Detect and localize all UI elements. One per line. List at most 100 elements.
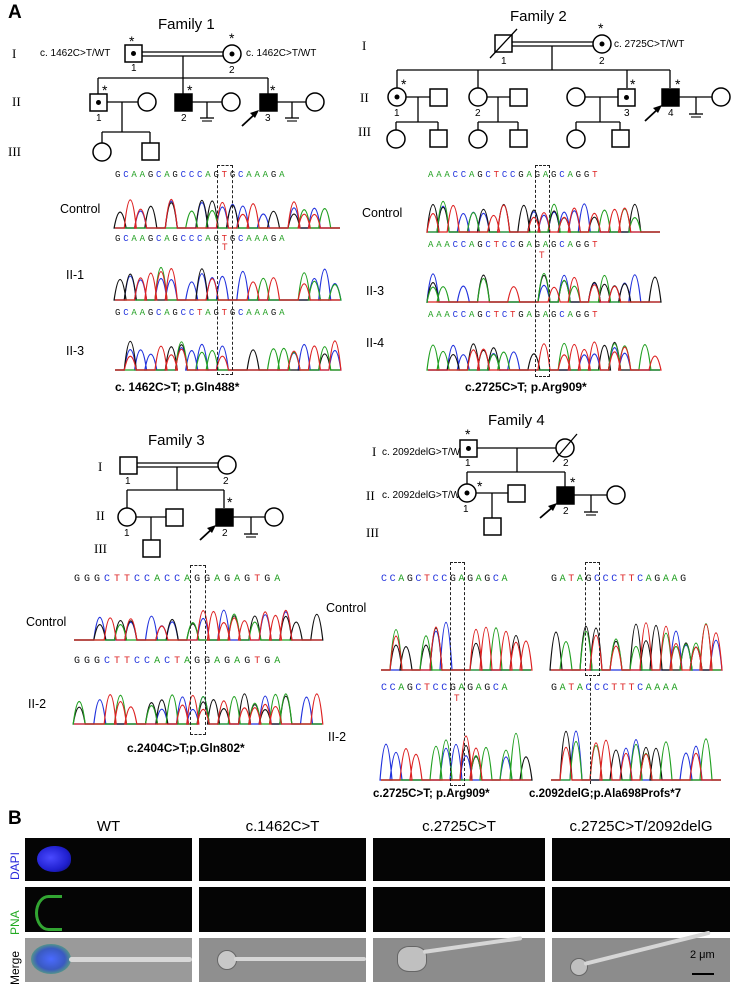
- family1-star-i2: *: [229, 30, 235, 46]
- family3-num-i2: 2: [223, 476, 229, 487]
- family2-row-ii4: II-4: [366, 336, 385, 350]
- column-compound: c.2725C>T/2092delG: [569, 818, 713, 835]
- chromatogram-trace: [115, 268, 340, 301]
- family3-gen-2: II: [96, 508, 105, 523]
- family4-gen-1: I: [372, 444, 377, 459]
- c1462-pna-image: [199, 887, 366, 932]
- family4-star-ii2: *: [570, 474, 576, 490]
- family4-row-ii2: II-2: [328, 730, 347, 744]
- family3-num-ii2: 2: [222, 528, 228, 539]
- family1-mutation-box: [217, 165, 233, 375]
- family4-num-i1: 1: [465, 458, 471, 469]
- family2-row-control: Control: [362, 206, 403, 220]
- family1-gen-2: II: [12, 94, 21, 109]
- family1-mutation: c. 1462C>T; p.Gln488*: [115, 380, 240, 394]
- chromatogram-trace: [74, 693, 324, 725]
- chromatogram-trace: [551, 738, 721, 781]
- chromatogram-trace: [74, 609, 322, 641]
- chromatogram-trace: [428, 277, 660, 303]
- family2-star-ii3: *: [630, 76, 636, 92]
- family4-seq-control-right: GATAGCCCTTCAGAAG: [551, 574, 689, 585]
- chromatogram-trace: [551, 623, 721, 671]
- c1462-merge-image: [199, 938, 366, 982]
- column-c2725: c.2725C>T: [422, 818, 496, 835]
- family2-seq-ii3: AAACCAGCTCCGAGAGCAGGT: [428, 240, 601, 250]
- family2-star-ii4: *: [675, 76, 681, 92]
- row-dapi: DAPI: [8, 851, 22, 880]
- family2-mutant-base: T: [539, 250, 545, 260]
- chromatogram-trace: [381, 627, 531, 671]
- family1-row-ii1: II-1: [66, 268, 85, 282]
- family4-mutant-base: T: [454, 693, 460, 703]
- family2-num-i1: 1: [501, 56, 507, 67]
- family4-num-ii1: 1: [463, 504, 469, 515]
- family3-row-control: Control: [26, 615, 67, 629]
- compound-dapi-image: [552, 838, 730, 881]
- chromatogram-trace: [74, 609, 322, 641]
- family3-num-i1: 1: [125, 476, 131, 487]
- family1-star-ii1: *: [102, 82, 108, 98]
- chromatogram-trace: [115, 340, 342, 371]
- family1-genotype-father: c. 1462C>T/WT: [40, 48, 111, 59]
- chromatogram-trace: [551, 730, 721, 781]
- family3-mutation: c.2404C>T;p.Gln802*: [127, 741, 245, 755]
- family1-star-ii2: *: [187, 82, 193, 98]
- family2-star-ii1: *: [401, 76, 407, 92]
- family4-seq-control-left: CCAGCTCCGAGAGCA: [381, 574, 511, 585]
- chromatogram-trace: [551, 739, 721, 781]
- family3-mutation-box: [190, 565, 206, 735]
- family3-num-ii1: 1: [124, 528, 130, 539]
- family1-row-control: Control: [60, 202, 101, 216]
- family1-mutant-base: T: [222, 242, 228, 252]
- column-c1462: c.1462C>T: [245, 818, 320, 835]
- family4-mutation-box-right: [585, 562, 600, 676]
- chromatogram-trace: [551, 630, 723, 671]
- scale-bar-label: 2 μm: [690, 949, 715, 961]
- family2-title: Family 2: [510, 8, 567, 25]
- family2-num-i2: 2: [599, 56, 605, 67]
- chromatogram-trace: [428, 341, 662, 371]
- family3-seq-ii2: GGGCTTCCACTAGGAGAGTGA: [74, 656, 285, 667]
- family2-row-ii3: II-3: [366, 284, 385, 298]
- c2725-dapi-image: [373, 838, 545, 881]
- family4-gen-3: III: [366, 525, 379, 540]
- chromatogram-trace: [381, 745, 533, 781]
- chromatogram-trace: [551, 622, 723, 671]
- wt-merge-image: [25, 938, 192, 982]
- c2725-merge-tail: [422, 936, 523, 954]
- family1-num-ii1: 1: [96, 113, 102, 124]
- family3-star-ii2: *: [227, 494, 233, 510]
- c2725-pna-image: [373, 887, 545, 932]
- c1462-dapi-image: [199, 838, 366, 881]
- chromatogram-trace: [115, 266, 342, 301]
- compound-merge-image: 2 μm: [552, 930, 730, 982]
- family4-mutation-right: c.2092delG;p.Ala698Profs*7: [529, 788, 682, 800]
- row-merge: Merge: [8, 950, 22, 985]
- family2-seq-ii4: AAACCAGCTCTGAGAGCAGGT: [428, 310, 601, 320]
- family3-gen-1: I: [98, 459, 103, 474]
- wt-merge-tail: [69, 957, 192, 962]
- family4-mutation-left: c.2725C>T; p.Arg909*: [373, 788, 490, 800]
- family1-row-ii3: II-3: [66, 344, 85, 358]
- wt-dapi-image: [25, 838, 192, 881]
- family1-gen-1: I: [12, 46, 17, 61]
- family4-deletion-line: [590, 678, 591, 784]
- family2-num-ii4: 4: [668, 108, 674, 119]
- panel-letter-b: B: [8, 808, 22, 829]
- family1-seq-ii1: GCAAGCAGCCCAGTGCAAAGA: [115, 234, 288, 244]
- scale-bar: [692, 973, 714, 975]
- compound-pna-image: [552, 887, 730, 932]
- family4-num-ii2: 2: [563, 506, 569, 517]
- family1-num-i2: 2: [229, 65, 235, 76]
- c1462-merge-tail: [234, 957, 366, 961]
- family1-genotype-mother: c. 1462C>T/WT: [246, 48, 317, 59]
- family1-num-i1: 1: [131, 63, 137, 74]
- wt-nucleus: [37, 846, 71, 872]
- family2-genotype: c. 2725C>T/WT: [614, 39, 685, 50]
